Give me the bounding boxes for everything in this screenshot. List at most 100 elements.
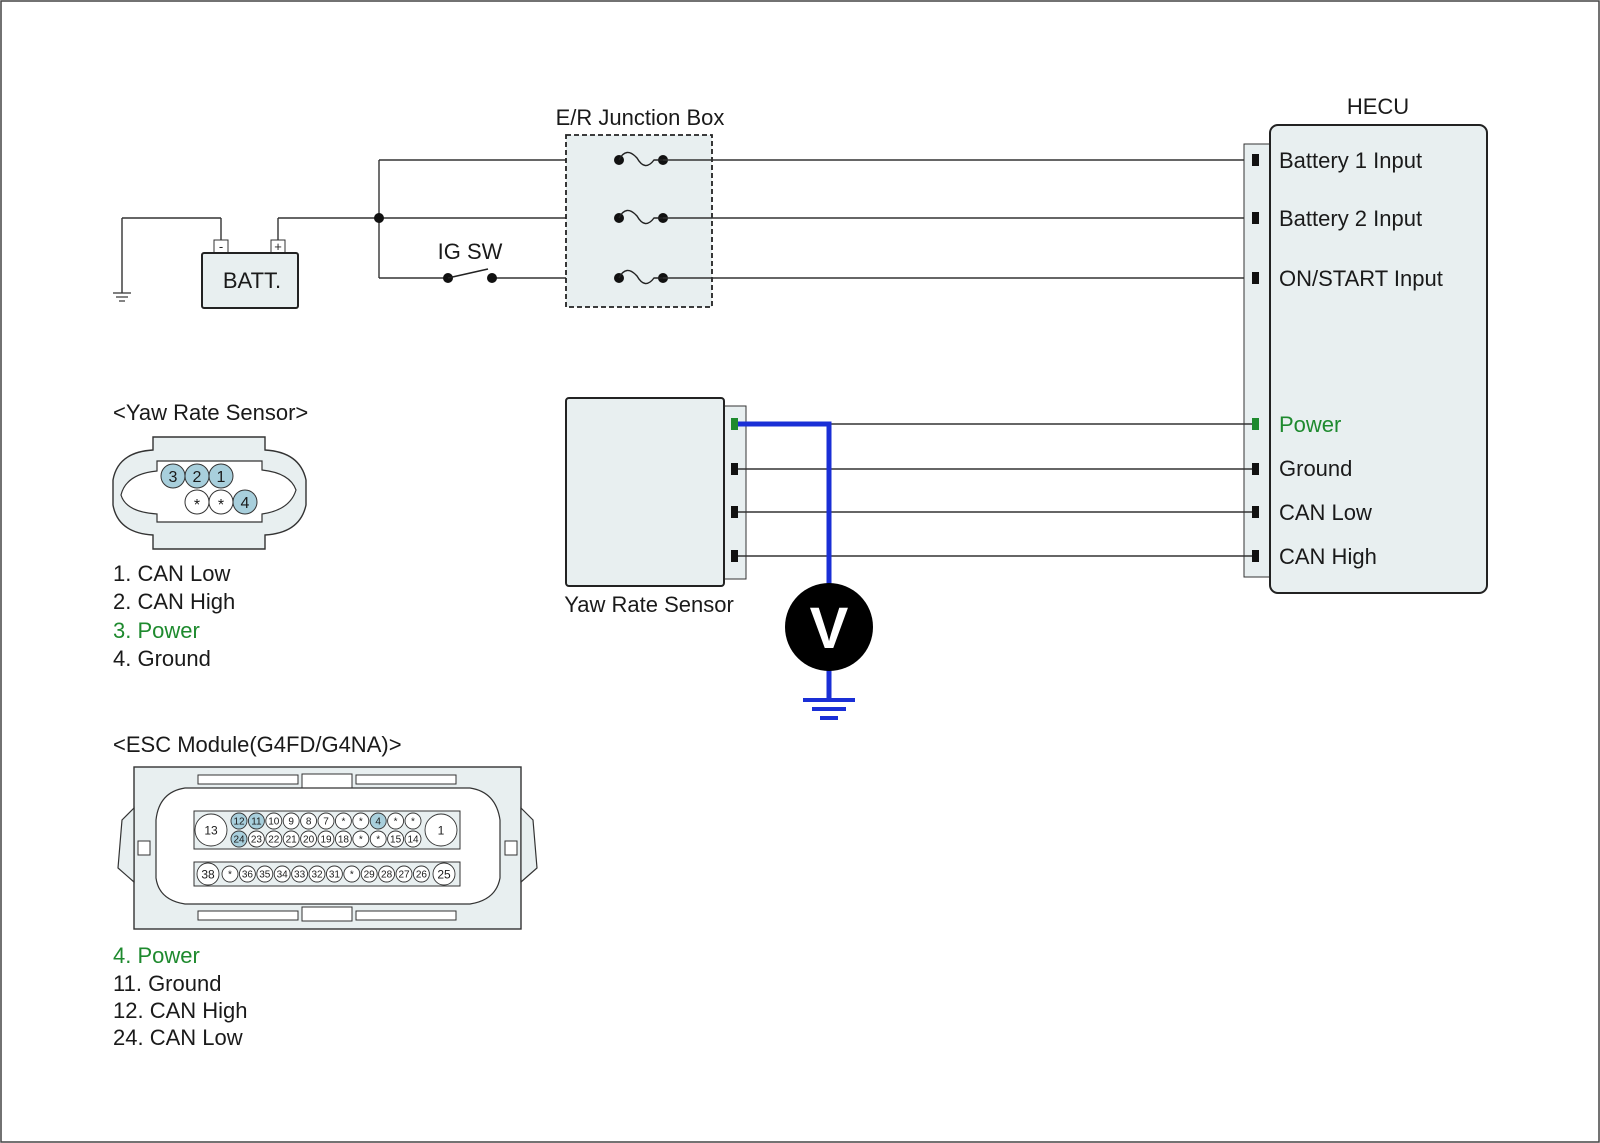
- esc-pin: [387, 830, 405, 848]
- esc-pin: [273, 865, 291, 883]
- esc-pin: [343, 865, 361, 883]
- esc-pin-label: 13: [204, 823, 218, 837]
- yaw-pin-label: *: [194, 497, 200, 514]
- esc-pin: [282, 830, 300, 848]
- esc-legend-item: 24. CAN Low: [113, 1025, 243, 1050]
- hecu-label-can-low: CAN Low: [1279, 500, 1372, 525]
- esc-pin-label: 36: [242, 870, 254, 881]
- yaw-pin-label: *: [218, 497, 224, 514]
- ground-symbol-voltmeter: [803, 698, 855, 720]
- battery: - + BATT.: [113, 217, 299, 309]
- esc-pin: [265, 812, 283, 830]
- esc-pin-label: *: [376, 835, 380, 846]
- esc-pin: [265, 830, 283, 848]
- esc-pin-label: 33: [294, 870, 306, 881]
- esc-pin-label: 31: [329, 870, 341, 881]
- esc-legend-item: 11. Ground: [113, 971, 221, 996]
- esc-pin-label: 27: [398, 870, 410, 881]
- yaw-pin-1: [208, 463, 234, 489]
- junction-box: E/R Junction Box: [556, 105, 724, 308]
- esc-pin: [238, 865, 256, 883]
- esc-pin: [230, 812, 248, 830]
- esc-pin-label: 32: [311, 870, 323, 881]
- hecu-label-power: Power: [1279, 412, 1341, 437]
- esc-pin-label: 4: [375, 817, 381, 828]
- yaw-legend-item: 4. Ground: [113, 646, 211, 671]
- yaw-pin-label: 4: [241, 495, 250, 512]
- hecu-label-battery1: Battery 1 Input: [1279, 148, 1422, 173]
- yaw-connector-view: <Yaw Rate Sensor> 3 2 1 * * 4 1. CAN Low…: [112, 400, 308, 671]
- esc-pin-label: 25: [437, 867, 451, 881]
- esc-pin: [291, 865, 309, 883]
- esc-pin-label: 28: [381, 870, 393, 881]
- esc-pin-label: 21: [286, 835, 298, 846]
- hecu-supply-wires: [663, 159, 1252, 279]
- hecu-label-ground: Ground: [1279, 456, 1352, 481]
- esc-pin-label: *: [228, 870, 232, 881]
- esc-pin: [282, 812, 300, 830]
- esc-pin: [395, 865, 413, 883]
- esc-pin-label: 15: [390, 835, 402, 846]
- voltmeter-probe-wire: [738, 421, 832, 592]
- esc-pin: [300, 830, 318, 848]
- esc-pin: [369, 812, 387, 830]
- splice-node: [374, 213, 384, 223]
- esc-pin-label: 29: [364, 870, 376, 881]
- hecu-pin-can-low: [1252, 506, 1259, 518]
- esc-pin-label: 35: [259, 870, 271, 881]
- esc-pin: [404, 830, 422, 848]
- esc-pin-label: 9: [288, 817, 294, 828]
- yaw-sensor-label: Yaw Rate Sensor: [564, 592, 734, 617]
- esc-pin: [352, 830, 370, 848]
- esc-pin-label: *: [411, 817, 415, 828]
- esc-pin-label: *: [359, 835, 363, 846]
- yaw-pin-4: [232, 489, 258, 515]
- esc-pin: [300, 812, 318, 830]
- esc-pin: [369, 830, 387, 848]
- esc-pin: [194, 813, 228, 847]
- esc-pin: [325, 865, 343, 883]
- esc-pin: [412, 865, 430, 883]
- esc-pin: [352, 812, 370, 830]
- esc-pin: [334, 830, 352, 848]
- hecu-pin-battery2: [1252, 212, 1259, 224]
- voltmeter: V: [738, 421, 873, 720]
- hecu-pin-on-start: [1252, 272, 1259, 284]
- yaw-connector-title: <Yaw Rate Sensor>: [113, 400, 308, 425]
- yaw-sensor-pin-can-low: [731, 506, 738, 518]
- esc-pin-label: *: [359, 817, 363, 828]
- ig-switch-label: IG SW: [438, 239, 503, 264]
- esc-pin: [221, 865, 239, 883]
- esc-pin-label: 8: [306, 817, 312, 828]
- hecu-label-can-high: CAN High: [1279, 544, 1377, 569]
- esc-pin-label: 19: [320, 835, 332, 846]
- hecu: HECU Battery 1 Input Battery 2 Input ON/…: [1243, 94, 1488, 594]
- esc-pin: [247, 830, 265, 848]
- ground-symbol-battery: [113, 292, 131, 302]
- yaw-legend-item: 3. Power: [113, 618, 200, 643]
- esc-pin-label: 18: [338, 835, 350, 846]
- esc-pin: [387, 812, 405, 830]
- esc-pin-label: 38: [201, 867, 215, 881]
- esc-pin: [317, 812, 335, 830]
- esc-pin-label: 23: [251, 835, 263, 846]
- esc-legend-item: 12. CAN High: [113, 998, 248, 1023]
- esc-pin-label: *: [341, 817, 345, 828]
- battery-plus-label: +: [274, 239, 282, 254]
- yaw-legend-item: 2. CAN High: [113, 589, 235, 614]
- ignition-switch: IG SW: [438, 239, 503, 283]
- esc-pin: [404, 812, 422, 830]
- esc-pin-label: 22: [268, 835, 280, 846]
- hecu-body: [1269, 124, 1488, 594]
- hecu-pin-ground: [1252, 463, 1259, 475]
- esc-pin-label: 12: [233, 817, 245, 828]
- esc-pin: [247, 812, 265, 830]
- esc-pin: [308, 865, 326, 883]
- yaw-rate-sensor: Yaw Rate Sensor: [564, 397, 747, 617]
- esc-pin: [196, 862, 220, 886]
- yaw-pin-label: 2: [193, 469, 202, 486]
- hecu-title: HECU: [1347, 94, 1409, 119]
- esc-pin: [334, 812, 352, 830]
- yaw-pin-label: 3: [169, 469, 178, 486]
